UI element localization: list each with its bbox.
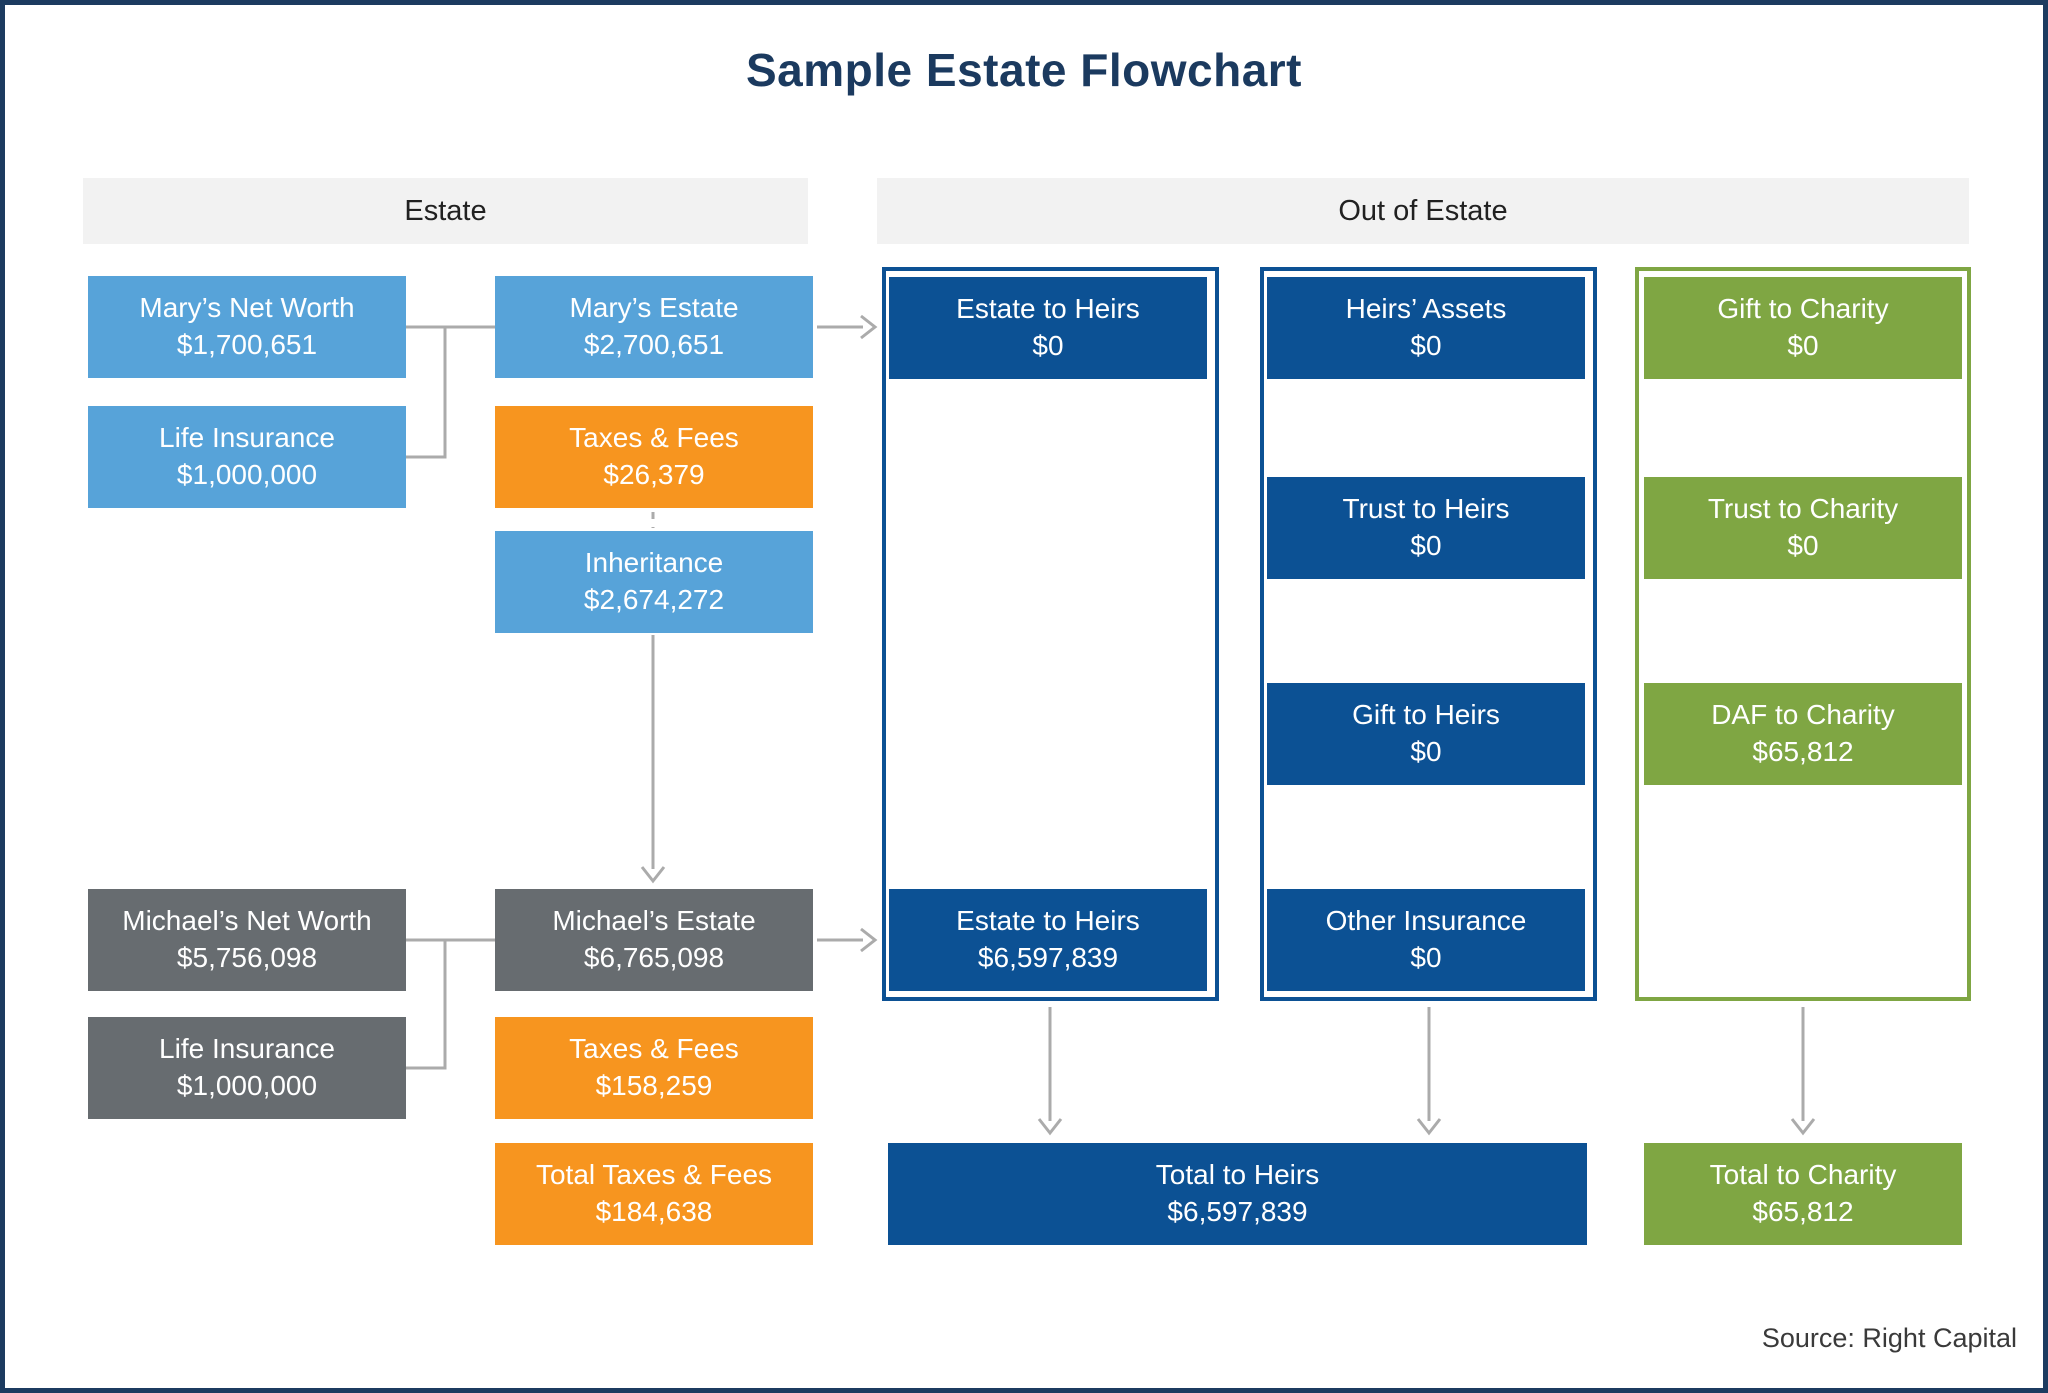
node-label: Michael’s Estate (552, 905, 756, 937)
node-michaels-life-insurance: Life Insurance $1,000,000 (88, 1017, 406, 1119)
node-label: Gift to Charity (1717, 293, 1889, 325)
estate-to-heirs-container (882, 267, 1219, 1001)
node-label: Total Taxes & Fees (535, 1159, 773, 1191)
node-other-insurance: Other Insurance $0 (1267, 889, 1585, 991)
node-trust-to-heirs: Trust to Heirs $0 (1267, 477, 1585, 579)
node-label: Taxes & Fees (569, 1033, 739, 1065)
node-value: $2,700,651 (583, 329, 725, 360)
node-label: Trust to Charity (1707, 493, 1899, 525)
node-label: Trust to Heirs (1342, 493, 1510, 525)
arrow-charity-container-to-total-head (1790, 1118, 1816, 1136)
node-total-to-heirs: Total to Heirs $6,597,839 (888, 1143, 1587, 1245)
node-label: Mary’s Estate (569, 292, 739, 324)
node-label: Gift to Heirs (1352, 699, 1500, 731)
node-value: $0 (1032, 330, 1064, 361)
arrow-heirs-container2-to-total-head (1416, 1118, 1442, 1136)
estate-section-label: Estate (404, 194, 487, 227)
node-michaels-estate: Michael’s Estate $6,765,098 (495, 889, 813, 991)
node-label: Taxes & Fees (569, 422, 739, 454)
node-label: Heirs’ Assets (1345, 293, 1507, 325)
node-michaels-net-worth: Michael’s Net Worth $5,756,098 (88, 889, 406, 991)
node-value: $1,700,651 (176, 329, 318, 360)
connector-michaels-lifeinsurance-elbow (406, 940, 447, 1070)
node-value: $65,812 (1752, 736, 1854, 767)
node-value: $1,000,000 (176, 459, 318, 490)
node-label: Other Insurance (1325, 905, 1527, 937)
node-total-taxes-fees: Total Taxes & Fees $184,638 (495, 1143, 813, 1245)
node-value: $65,812 (1752, 1196, 1854, 1227)
node-gift-to-charity: Gift to Charity $0 (1644, 277, 1962, 379)
node-value: $0 (1410, 330, 1442, 361)
node-label: Life Insurance (159, 1033, 335, 1065)
node-value: $5,756,098 (176, 942, 318, 973)
arrow-michaels-estate-to-heirs-head (860, 927, 878, 953)
node-marys-net-worth: Mary’s Net Worth $1,700,651 (88, 276, 406, 378)
node-label: Michael’s Net Worth (122, 905, 372, 937)
charity-container (1635, 267, 1971, 1001)
node-value: $158,259 (595, 1070, 713, 1101)
node-heirs-assets: Heirs’ Assets $0 (1267, 277, 1585, 379)
node-estate-to-heirs-top: Estate to Heirs $0 (889, 277, 1207, 379)
node-label: Estate to Heirs (956, 905, 1140, 937)
node-value: $0 (1787, 330, 1819, 361)
node-value: $184,638 (595, 1196, 713, 1227)
node-value: $0 (1410, 736, 1442, 767)
source-note: Source: Right Capital (1761, 1323, 2017, 1353)
node-daf-to-charity: DAF to Charity $65,812 (1644, 683, 1962, 785)
node-value: $0 (1410, 942, 1442, 973)
arrow-heirs-container1-to-total-head (1037, 1118, 1063, 1136)
node-gift-to-heirs: Gift to Heirs $0 (1267, 683, 1585, 785)
node-marys-life-insurance: Life Insurance $1,000,000 (88, 406, 406, 508)
node-label: Inheritance (584, 547, 724, 579)
node-label: Life Insurance (159, 422, 335, 454)
out-of-estate-section-header: Out of Estate (877, 178, 1969, 244)
node-label: Mary’s Net Worth (139, 292, 355, 324)
connector-marys-lifeinsurance-elbow (406, 327, 447, 459)
estate-section-header: Estate (83, 178, 808, 244)
node-value: $6,765,098 (583, 942, 725, 973)
node-value: $6,597,839 (1167, 1196, 1308, 1227)
node-label: Total to Heirs (1155, 1159, 1320, 1191)
node-value: $2,674,272 (583, 584, 725, 615)
node-value: $26,379 (603, 459, 705, 490)
node-label: Total to Charity (1709, 1159, 1897, 1191)
node-trust-to-charity: Trust to Charity $0 (1644, 477, 1962, 579)
out-of-estate-section-label: Out of Estate (1338, 194, 1508, 227)
node-total-to-charity: Total to Charity $65,812 (1644, 1143, 1962, 1245)
connector-arrows-layer (406, 314, 1816, 1136)
node-marys-taxes-fees: Taxes & Fees $26,379 (495, 406, 813, 508)
node-value: $1,000,000 (176, 1070, 318, 1101)
page-title: Sample Estate Flowchart (746, 44, 1302, 96)
node-label: Estate to Heirs (956, 293, 1140, 325)
node-inheritance: Inheritance $2,674,272 (495, 531, 813, 633)
node-value: $0 (1787, 530, 1819, 561)
arrow-inheritance-to-michaels-estate-head (640, 866, 666, 884)
arrow-marys-estate-to-heirs-head (860, 314, 878, 340)
node-estate-to-heirs-bottom: Estate to Heirs $6,597,839 (889, 889, 1207, 991)
node-michaels-taxes-fees: Taxes & Fees $158,259 (495, 1017, 813, 1119)
node-value: $6,597,839 (977, 942, 1119, 973)
node-marys-estate: Mary’s Estate $2,700,651 (495, 276, 813, 378)
node-label: DAF to Charity (1711, 699, 1895, 731)
node-value: $0 (1410, 530, 1442, 561)
heirs-assets-container (1260, 267, 1597, 1001)
